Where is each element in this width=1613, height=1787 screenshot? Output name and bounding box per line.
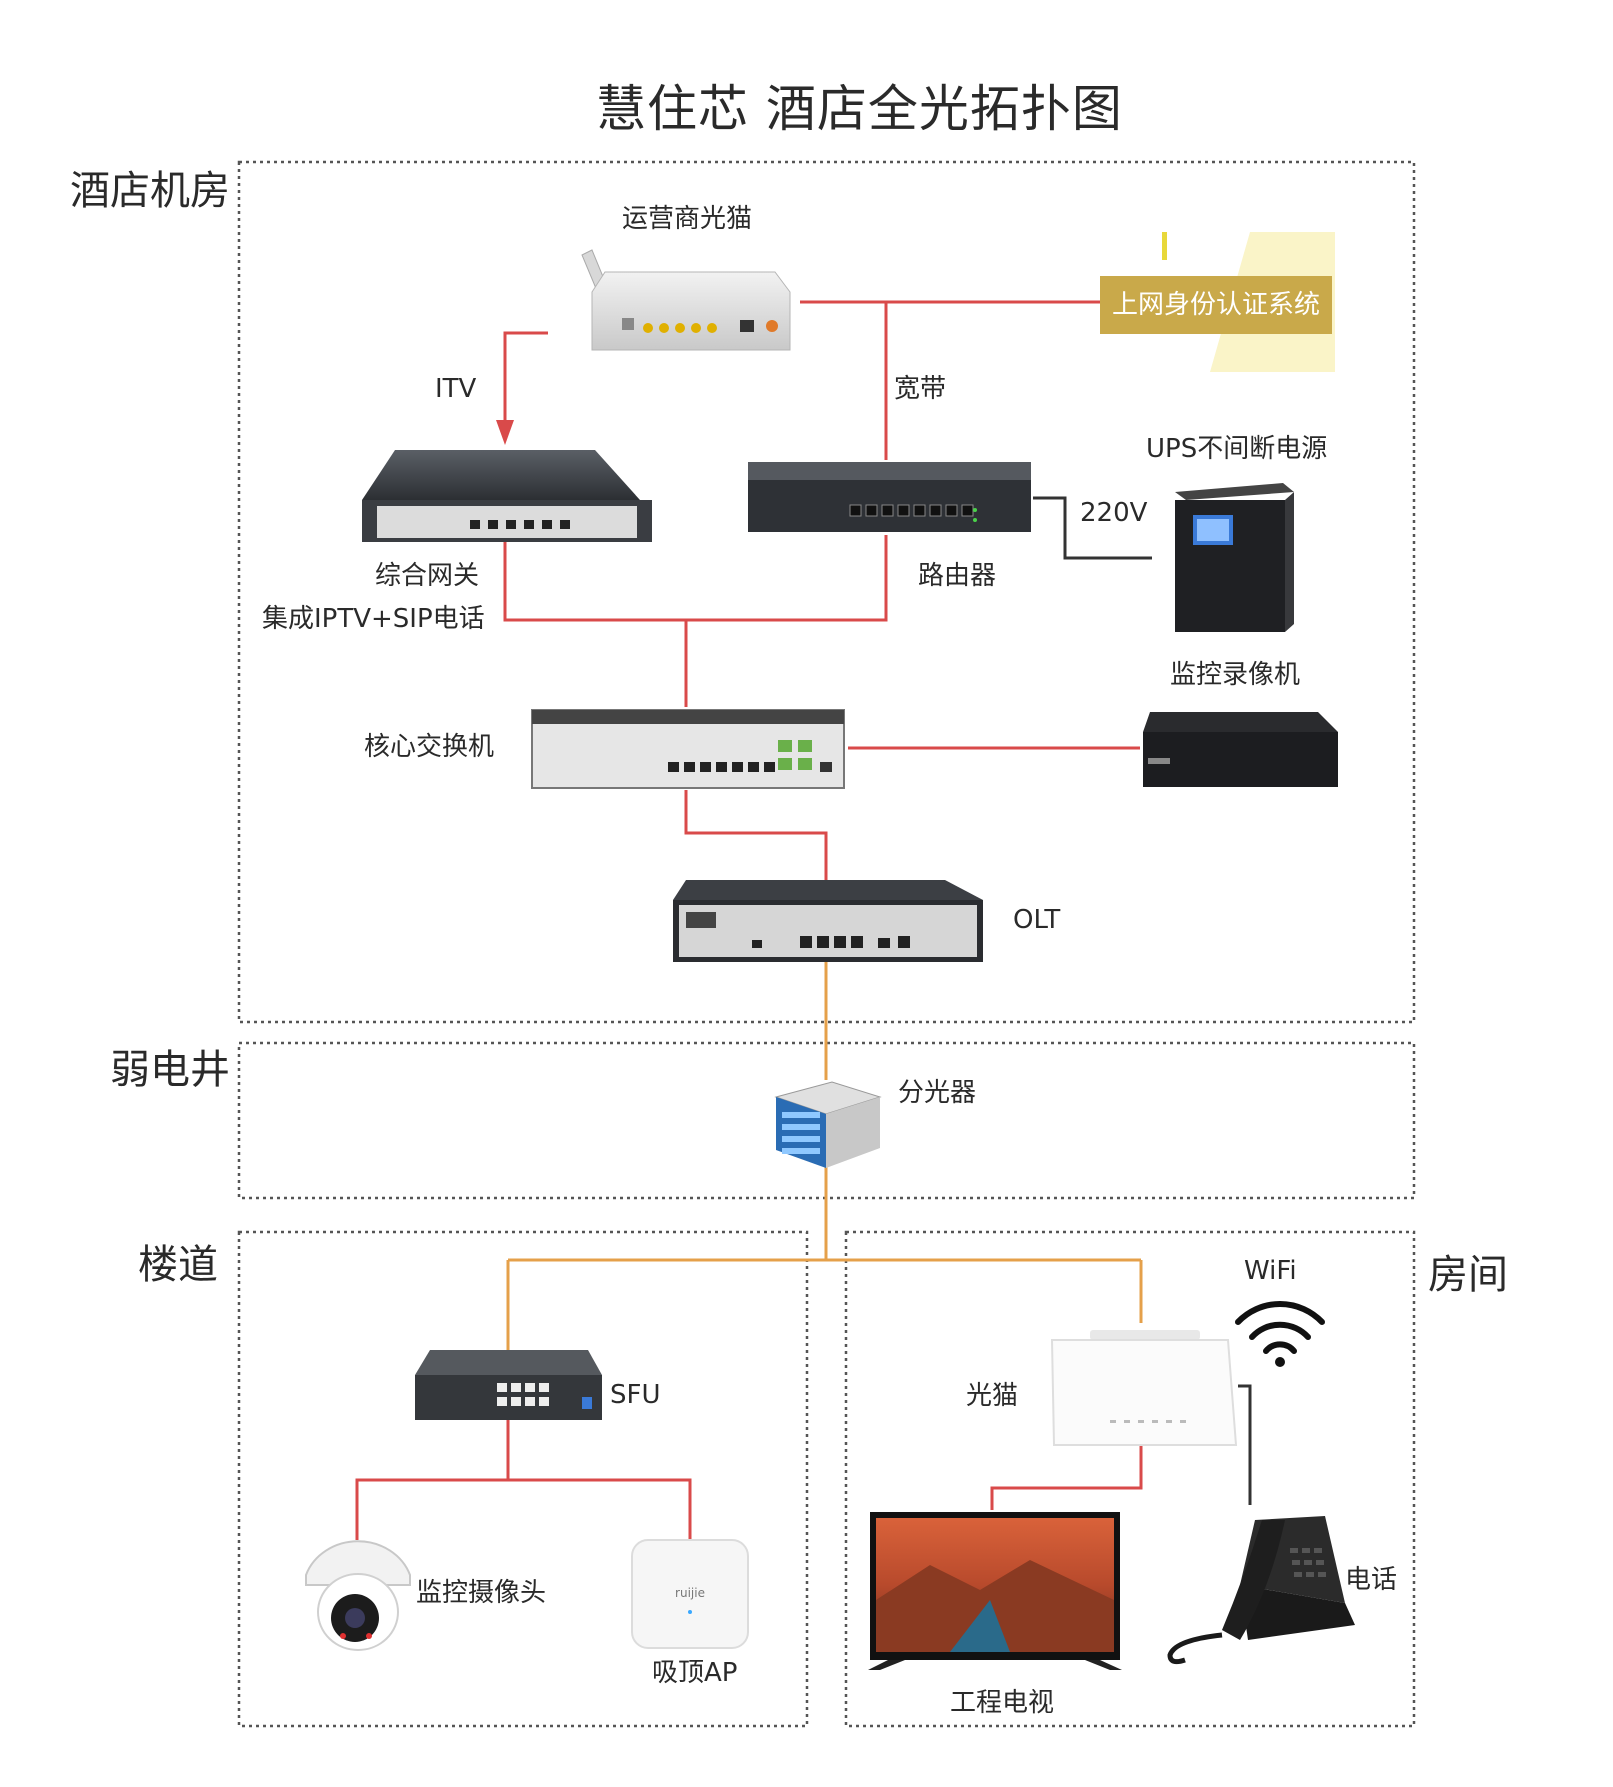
engineering-tv-device <box>868 1512 1122 1670</box>
zone-label-corridor: 楼道 <box>138 1242 218 1288</box>
svg-text:ruijie: ruijie <box>675 1586 705 1600</box>
label-room-ont: 光猫 <box>966 1381 1019 1411</box>
nvr-device <box>1143 712 1338 787</box>
label-broadband-link: 宽带 <box>894 374 947 404</box>
label-itv-link: ITV <box>435 374 477 404</box>
fiber-links <box>506 962 1143 1350</box>
zone-machine-room-border <box>237 160 1416 1024</box>
itv-arrow-head <box>496 420 514 445</box>
label-router: 路由器 <box>918 561 997 591</box>
label-wifi: WiFi <box>1244 1256 1297 1286</box>
label-gateway-line1: 综合网关 <box>375 561 480 591</box>
olt-device <box>673 880 983 962</box>
zone-label-weak-well: 弱电井 <box>110 1047 230 1093</box>
zone-room-border <box>844 1230 1416 1728</box>
sfu-device <box>415 1350 602 1420</box>
label-core-switch: 核心交换机 <box>364 732 495 762</box>
label-phone: 电话 <box>1345 1565 1398 1595</box>
label-splitter: 分光器 <box>898 1078 977 1108</box>
label-ups: UPS不间断电源 <box>1146 434 1328 464</box>
label-ap: 吸顶AP <box>652 1658 738 1688</box>
label-nvr: 监控录像机 <box>1170 660 1301 690</box>
label-gateway-line2: 集成IPTV+SIP电话 <box>262 604 485 634</box>
label-power-link: 220V <box>1080 498 1148 528</box>
label-tv: 工程电视 <box>950 1688 1055 1718</box>
gateway-device <box>362 450 652 542</box>
zone-label-room: 房间 <box>1428 1252 1508 1298</box>
telephone-device <box>1167 1516 1355 1665</box>
zone-corridor-border <box>237 1230 809 1728</box>
label-olt: OLT <box>1013 905 1061 935</box>
zone-label-machine-room: 酒店机房 <box>70 168 230 214</box>
label-operator-ont: 运营商光猫 <box>622 204 753 234</box>
ethernet-links <box>355 300 1143 1540</box>
core-switch-device <box>531 709 845 789</box>
ups-device <box>1175 483 1294 632</box>
label-camera: 监控摄像头 <box>416 1578 547 1608</box>
label-sfu: SFU <box>610 1380 661 1410</box>
router-device <box>748 462 1031 532</box>
power-links <box>1033 496 1252 1505</box>
ceiling-ap-device: ruijie <box>631 1539 749 1649</box>
room-ont-device <box>1050 1330 1238 1446</box>
page-title: 慧住芯 酒店全光拓扑图 <box>596 80 1123 138</box>
auth-system-box: 上网身份认证系统 <box>1100 276 1332 334</box>
wifi-icon <box>1235 1301 1325 1354</box>
splitter-device <box>774 1081 882 1168</box>
operator-ont-device <box>581 249 791 351</box>
camera-device <box>305 1540 411 1651</box>
wifi-icon-dot <box>1275 1357 1285 1367</box>
